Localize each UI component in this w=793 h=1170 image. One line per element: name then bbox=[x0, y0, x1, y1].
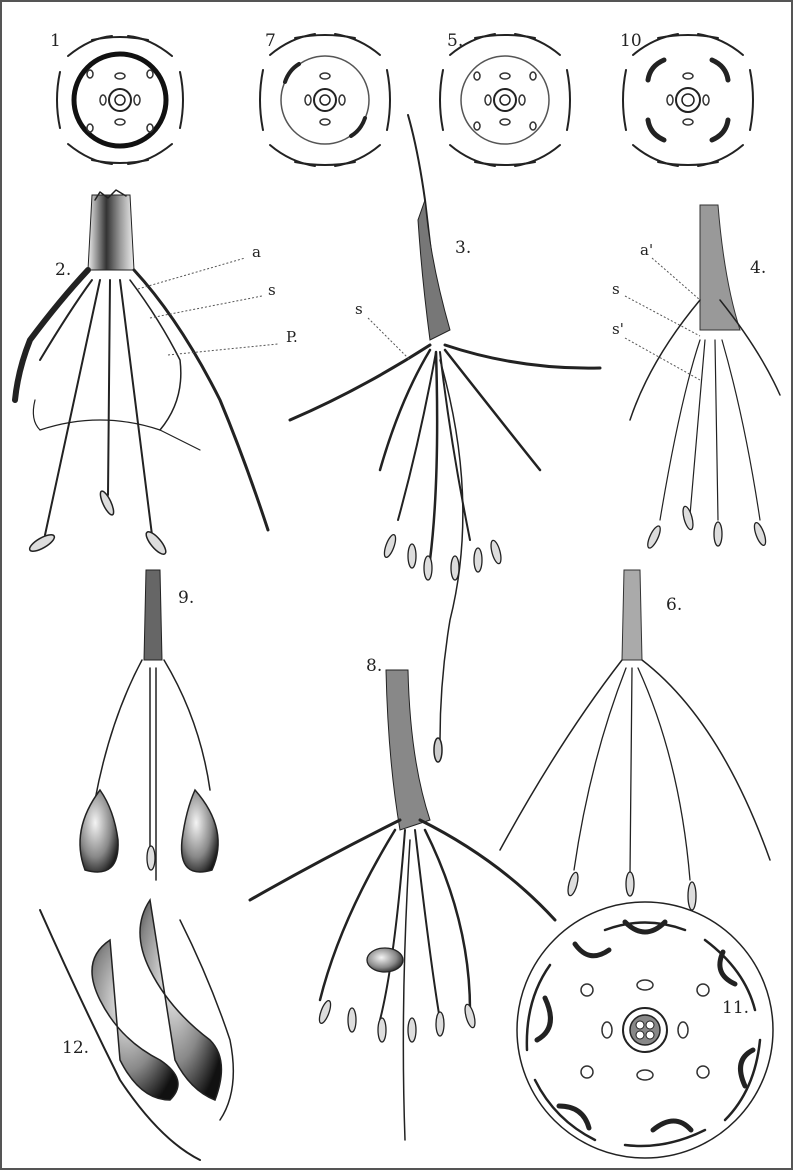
figure-2-drawing bbox=[15, 190, 278, 557]
floral-diagram-1 bbox=[57, 36, 183, 164]
figure-9-drawing bbox=[80, 570, 218, 880]
fig2-label-a: a bbox=[252, 245, 261, 260]
floral-diagram-7 bbox=[260, 34, 390, 166]
fig4-label-s: s bbox=[612, 282, 620, 297]
figure-8-drawing bbox=[250, 670, 555, 1140]
fig2-label-s: s bbox=[268, 283, 276, 298]
figure-label-6: 6. bbox=[666, 597, 682, 614]
figure-label-8: 8. bbox=[366, 658, 382, 675]
fig2-label-p: P. bbox=[286, 330, 298, 345]
figure-label-1: 1 bbox=[50, 33, 61, 50]
floral-diagram-5 bbox=[440, 34, 570, 166]
figure-label-11: 11. bbox=[722, 1000, 749, 1017]
figure-label-9: 9. bbox=[178, 590, 194, 607]
figure-label-4: 4. bbox=[750, 260, 766, 277]
figure-label-3: 3. bbox=[455, 240, 471, 257]
floral-diagram-10 bbox=[623, 34, 753, 166]
figure-6-drawing bbox=[500, 570, 770, 910]
figure-label-2: 2. bbox=[55, 262, 71, 279]
figure-label-5: 5. bbox=[447, 33, 463, 50]
figure-3-drawing bbox=[290, 115, 600, 762]
figure-label-10: 10 bbox=[620, 33, 642, 50]
figure-label-12: 12. bbox=[62, 1040, 89, 1057]
fig4-label-s-prime: s' bbox=[612, 322, 624, 337]
figure-12-drawing bbox=[40, 900, 233, 1160]
floral-diagram-11 bbox=[517, 902, 773, 1158]
fig3-label-s: s bbox=[355, 302, 363, 317]
figure-label-7: 7 bbox=[265, 33, 276, 50]
fig4-label-a-prime: a' bbox=[640, 243, 653, 258]
